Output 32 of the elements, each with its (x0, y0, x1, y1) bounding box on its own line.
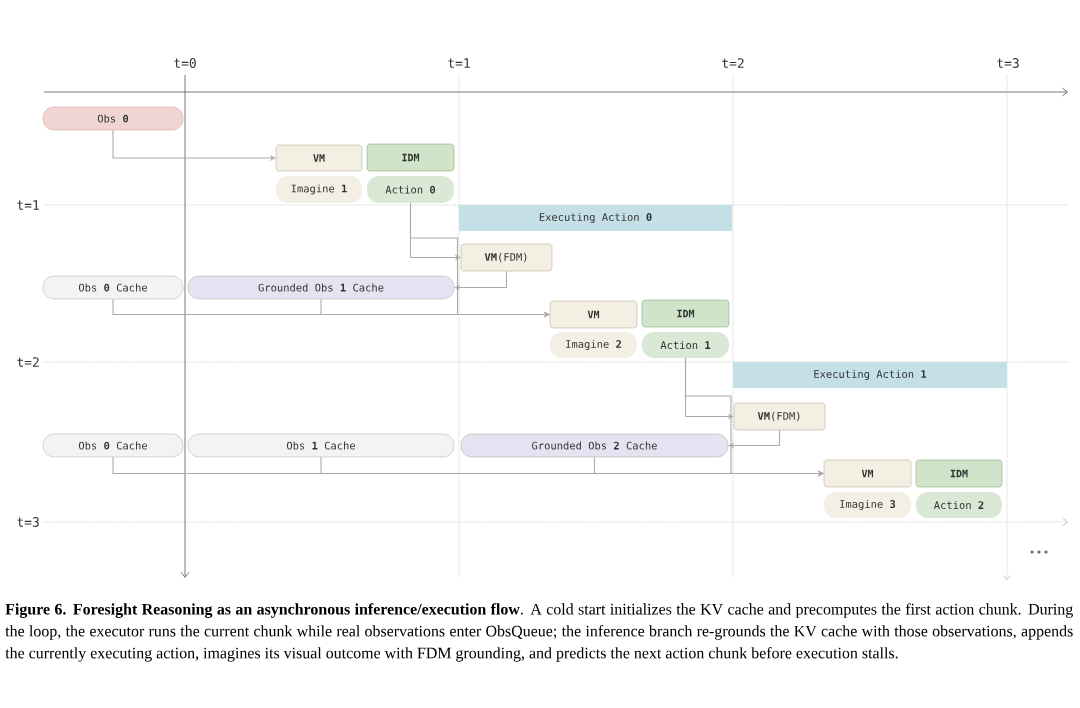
output-pill: Imagine 1 (276, 176, 362, 203)
cache-pill: Obs 0 Cache (42, 433, 184, 458)
time-label: t=1 (448, 58, 470, 68)
output-pill: Imagine 2 (550, 332, 637, 358)
cache-pill: Grounded Obs 2 Cache (460, 433, 729, 458)
execution-bar: Executing Action 1 (733, 362, 1007, 388)
time-label: t=2 (722, 58, 744, 68)
model-box: VM (823, 459, 912, 488)
model-box: IDM (641, 299, 730, 328)
time-label: t=0 (174, 58, 196, 68)
figure-caption: Figure 6. Foresight Reasoning as an asynchronous inference/execution flow. A cold start initializes the KV cache and precomputes the first action chunk. During the loop, the executor runs the current chunk while real observations enter ObsQueue; the inference branch re-grounds the KV cache with those observations, appends the currently executing action, imagines its visual outcome with FDM grounding, and predicts the next action chunk before execution stalls. (5, 603, 1073, 662)
time-label: t=3 (997, 58, 1019, 68)
cache-pill: Obs 0 Cache (42, 275, 184, 300)
model-box: IDM (915, 459, 1003, 488)
output-pill: Action 0 (367, 176, 454, 203)
cache-pill: Grounded Obs 1 Cache (187, 275, 455, 300)
execution-bar: Executing Action 0 (459, 205, 732, 231)
output-pill: Action 1 (642, 332, 729, 358)
arrow (454, 270, 508, 291)
output-pill: Action 2 (916, 492, 1002, 518)
cache-pill: Obs 1 Cache (187, 433, 455, 458)
time-label: t=3 (17, 517, 39, 527)
observation-pill: Obs 0 (42, 106, 184, 131)
model-box: VM (549, 300, 638, 329)
time-label: t=1 (17, 200, 39, 210)
model-box: VM(FDM) (733, 402, 826, 431)
arrow (728, 429, 781, 449)
output-pill: Imagine 3 (824, 492, 911, 518)
model-box: VM(FDM) (460, 243, 553, 272)
time-label: t=2 (17, 357, 39, 367)
model-box: IDM (366, 143, 455, 172)
model-box: VM (275, 144, 363, 172)
